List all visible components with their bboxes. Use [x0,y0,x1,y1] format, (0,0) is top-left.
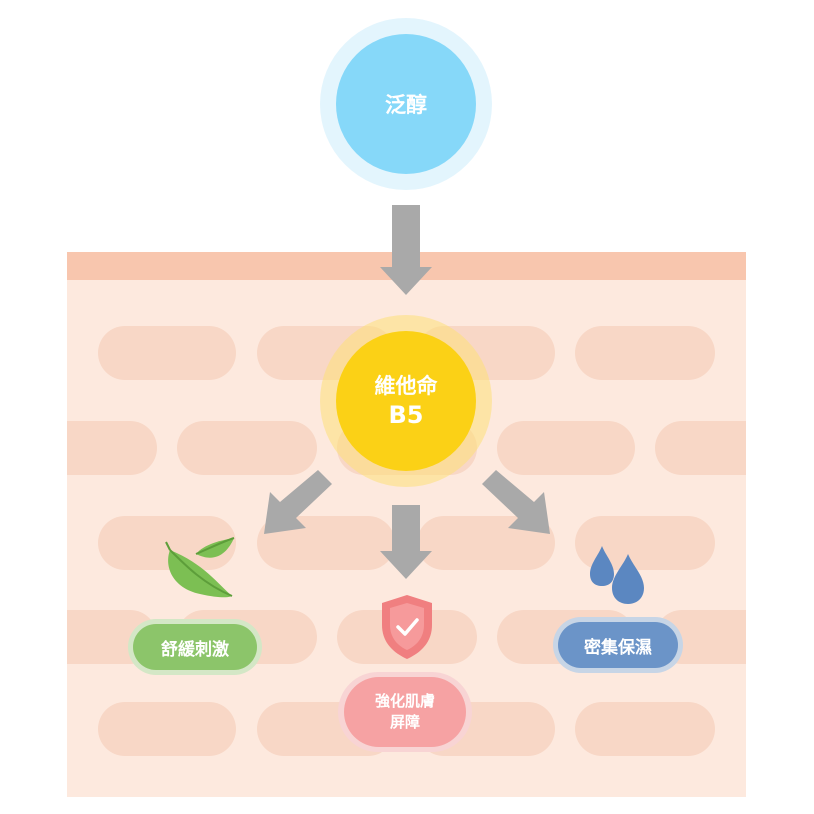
arrow-down-icon [380,505,432,579]
soothe-label: 舒緩刺激 [161,639,229,660]
water-drops-icon [590,546,644,604]
skin-cell [67,421,157,475]
source-node: 泛醇 [336,34,476,174]
arrow-down-right-icon [482,470,550,534]
arrow-down-left-icon [264,470,332,534]
source-node-label: 泛醇 [385,93,427,117]
leaf-icon [165,537,235,598]
skin-cell [575,326,715,380]
skin-cell [575,702,715,756]
moisturize-label: 密集保濕 [584,637,652,658]
skin-cell [655,421,746,475]
center-node-label-line1: 維他命 [374,374,438,398]
barrier-badge: 強化肌膚 屏障 [344,677,466,747]
skin-cell [98,702,236,756]
barrier-label-line1: 強化肌膚 [374,692,435,710]
center-node: 維他命 B5 [336,331,476,471]
barrier-label-line2: 屏障 [389,713,420,731]
arrow-down-icon [380,205,432,295]
soothe-badge: 舒緩刺激 [133,624,257,670]
skin-cell [98,326,236,380]
moisturize-badge: 密集保濕 [558,622,678,668]
center-node-label-line2: B5 [388,401,424,429]
skin-cell [497,421,635,475]
shield-check-icon [382,595,432,659]
skin-cell [177,421,317,475]
